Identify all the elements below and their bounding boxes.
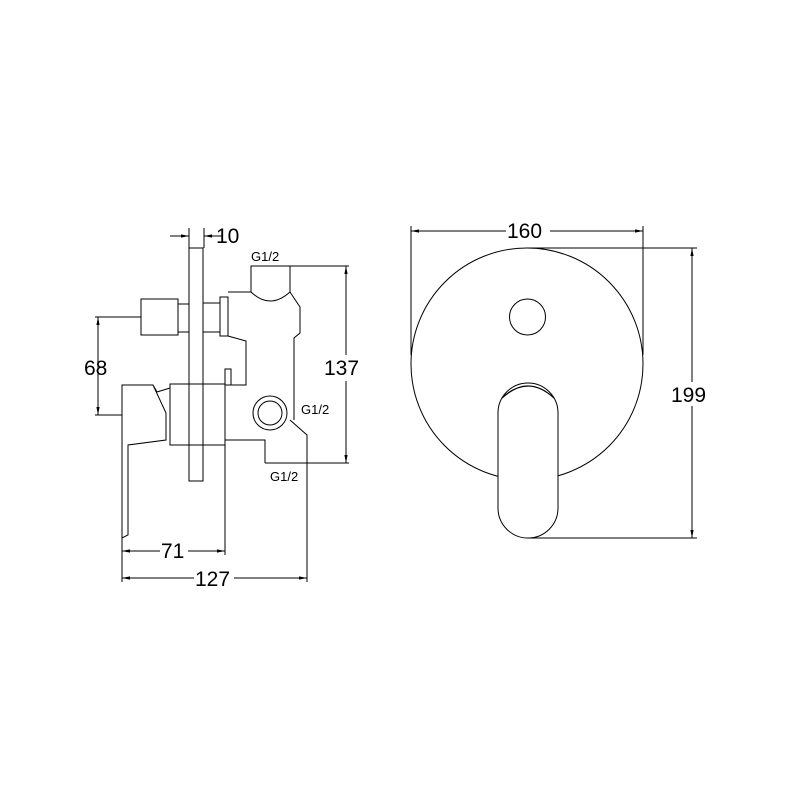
- valve-body-bottom: [225, 419, 308, 582]
- thread-label-top: G1/2: [251, 249, 279, 264]
- dim-label-127: 127: [195, 568, 230, 591]
- thread-label-middle: G1/2: [301, 402, 329, 417]
- lever-top-edge: [501, 385, 555, 399]
- diverter-knob: [140, 298, 179, 336]
- diverter-knob-front: [509, 298, 546, 336]
- diverter-spindle: [202, 302, 221, 333]
- dimension-depth-total: 127: [122, 566, 307, 591]
- spindle-flange: [219, 296, 229, 337]
- diverter-stem: [177, 303, 190, 333]
- dimension-plate-thickness: 10: [170, 225, 239, 248]
- cartridge-housing: [169, 383, 226, 446]
- dim-label-199: 199: [671, 384, 706, 407]
- thread-label-bottom: G1/2: [270, 469, 298, 484]
- dim-label-137: 137: [324, 357, 359, 380]
- dimension-handle-height: 68: [84, 316, 141, 416]
- front-view: 160 199: [410, 218, 714, 539]
- dim-label-68: 68: [84, 357, 107, 380]
- body-tab: [224, 368, 232, 386]
- dimension-depth-front: 71: [121, 445, 226, 582]
- valve-body-top: [225, 265, 301, 420]
- dimension-plate-diameter: 160: [410, 218, 644, 355]
- dim-label-10: 10: [216, 225, 239, 248]
- side-view: 10 68 137 71 127: [84, 225, 368, 591]
- dimension-inlet-spacing: 137: [265, 265, 368, 464]
- dim-label-160: 160: [507, 220, 542, 243]
- lever-handle-front: [497, 382, 559, 539]
- lever-handle-side: [121, 384, 171, 539]
- dim-label-71: 71: [161, 540, 184, 563]
- outlet-port-inner: [257, 400, 283, 426]
- dimension-total-height: 199: [527, 247, 714, 539]
- wall-plate: [188, 247, 204, 482]
- outlet-port-outer: [252, 395, 288, 431]
